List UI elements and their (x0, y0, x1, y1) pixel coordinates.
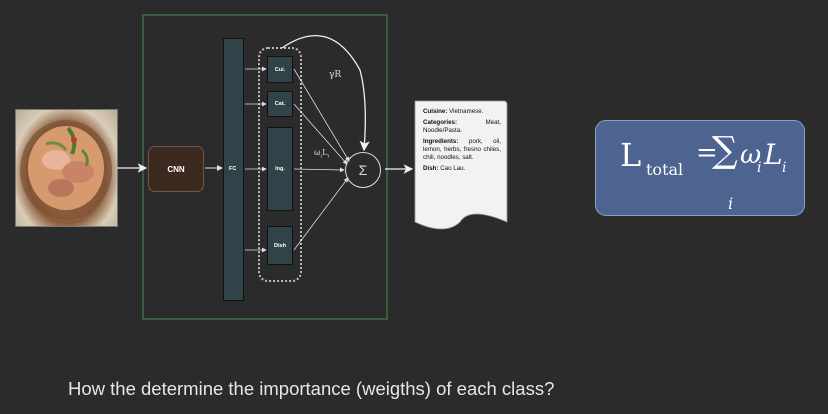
doc-ingredients-label: Ingredients: (423, 138, 459, 146)
omega-symbol: ω (314, 148, 321, 157)
l-subscript: i (327, 153, 330, 160)
eq-omega: ω (740, 140, 762, 170)
food-illustration (20, 120, 112, 220)
ing-to-sum-line (293, 167, 345, 173)
omega-l-label: ωiLi (314, 148, 329, 160)
eq-l: L (620, 136, 642, 174)
eq-omega-subscript: i (757, 160, 762, 176)
eq-sum: ∑ (712, 130, 738, 171)
fc-layer (223, 38, 244, 301)
output-document-shape (414, 100, 508, 230)
ingredients-head: Ing. (267, 127, 293, 211)
dish-to-sum-line (293, 177, 349, 251)
doc-dish: Dish: Cao Lau. (423, 165, 501, 173)
doc-categories-label: Categories: (423, 119, 458, 127)
fc-label: FC (229, 166, 237, 172)
gamma-r-curve (281, 34, 370, 152)
doc-dish-value: Cao Lau. (440, 164, 466, 172)
cui-to-sum-line (293, 68, 350, 162)
loss-equation-box (595, 120, 805, 216)
eq-l-subscript: i (782, 160, 787, 176)
doc-ingredients-value: pork, oil, lemon, herbs, fresno chiles, … (423, 138, 501, 161)
output-document-text: Cuisine: Vietnamese. Categories: Meat, N… (423, 108, 501, 176)
omega-subscript: i (320, 153, 323, 160)
doc-cuisine-label: Cuisine: (423, 108, 448, 115)
cuisine-head: Cui. (267, 56, 293, 83)
eq-equals: = (696, 138, 718, 168)
question-text: How the determine the importance (weigth… (68, 378, 555, 399)
doc-cuisine-value: Vietnamese. (449, 108, 484, 115)
task-heads-group (258, 47, 302, 282)
eq-l-i: L (764, 138, 783, 171)
category-head: Cat. (267, 91, 293, 117)
l-symbol: L (322, 148, 328, 157)
doc-categories-value: Meat, Noodle/Pasta. (423, 119, 501, 134)
food-image (15, 109, 118, 227)
doc-ingredients: Ingredients: pork, oil, lemon, herbs, fr… (423, 138, 501, 161)
doc-categories: Categories: Meat, Noodle/Pasta. (423, 119, 501, 134)
cnn-block: CNN (148, 146, 204, 192)
eq-total-subscript: total (646, 160, 684, 179)
sum-node: Σ (345, 152, 381, 188)
eq-sum-index: i (728, 194, 734, 213)
doc-cuisine: Cuisine: Vietnamese. (423, 108, 501, 116)
dish-head: Dish (267, 226, 293, 265)
doc-dish-label: Dish: (423, 164, 439, 172)
gamma-r-label: γR (329, 70, 342, 80)
cat-to-sum-line (293, 103, 348, 165)
